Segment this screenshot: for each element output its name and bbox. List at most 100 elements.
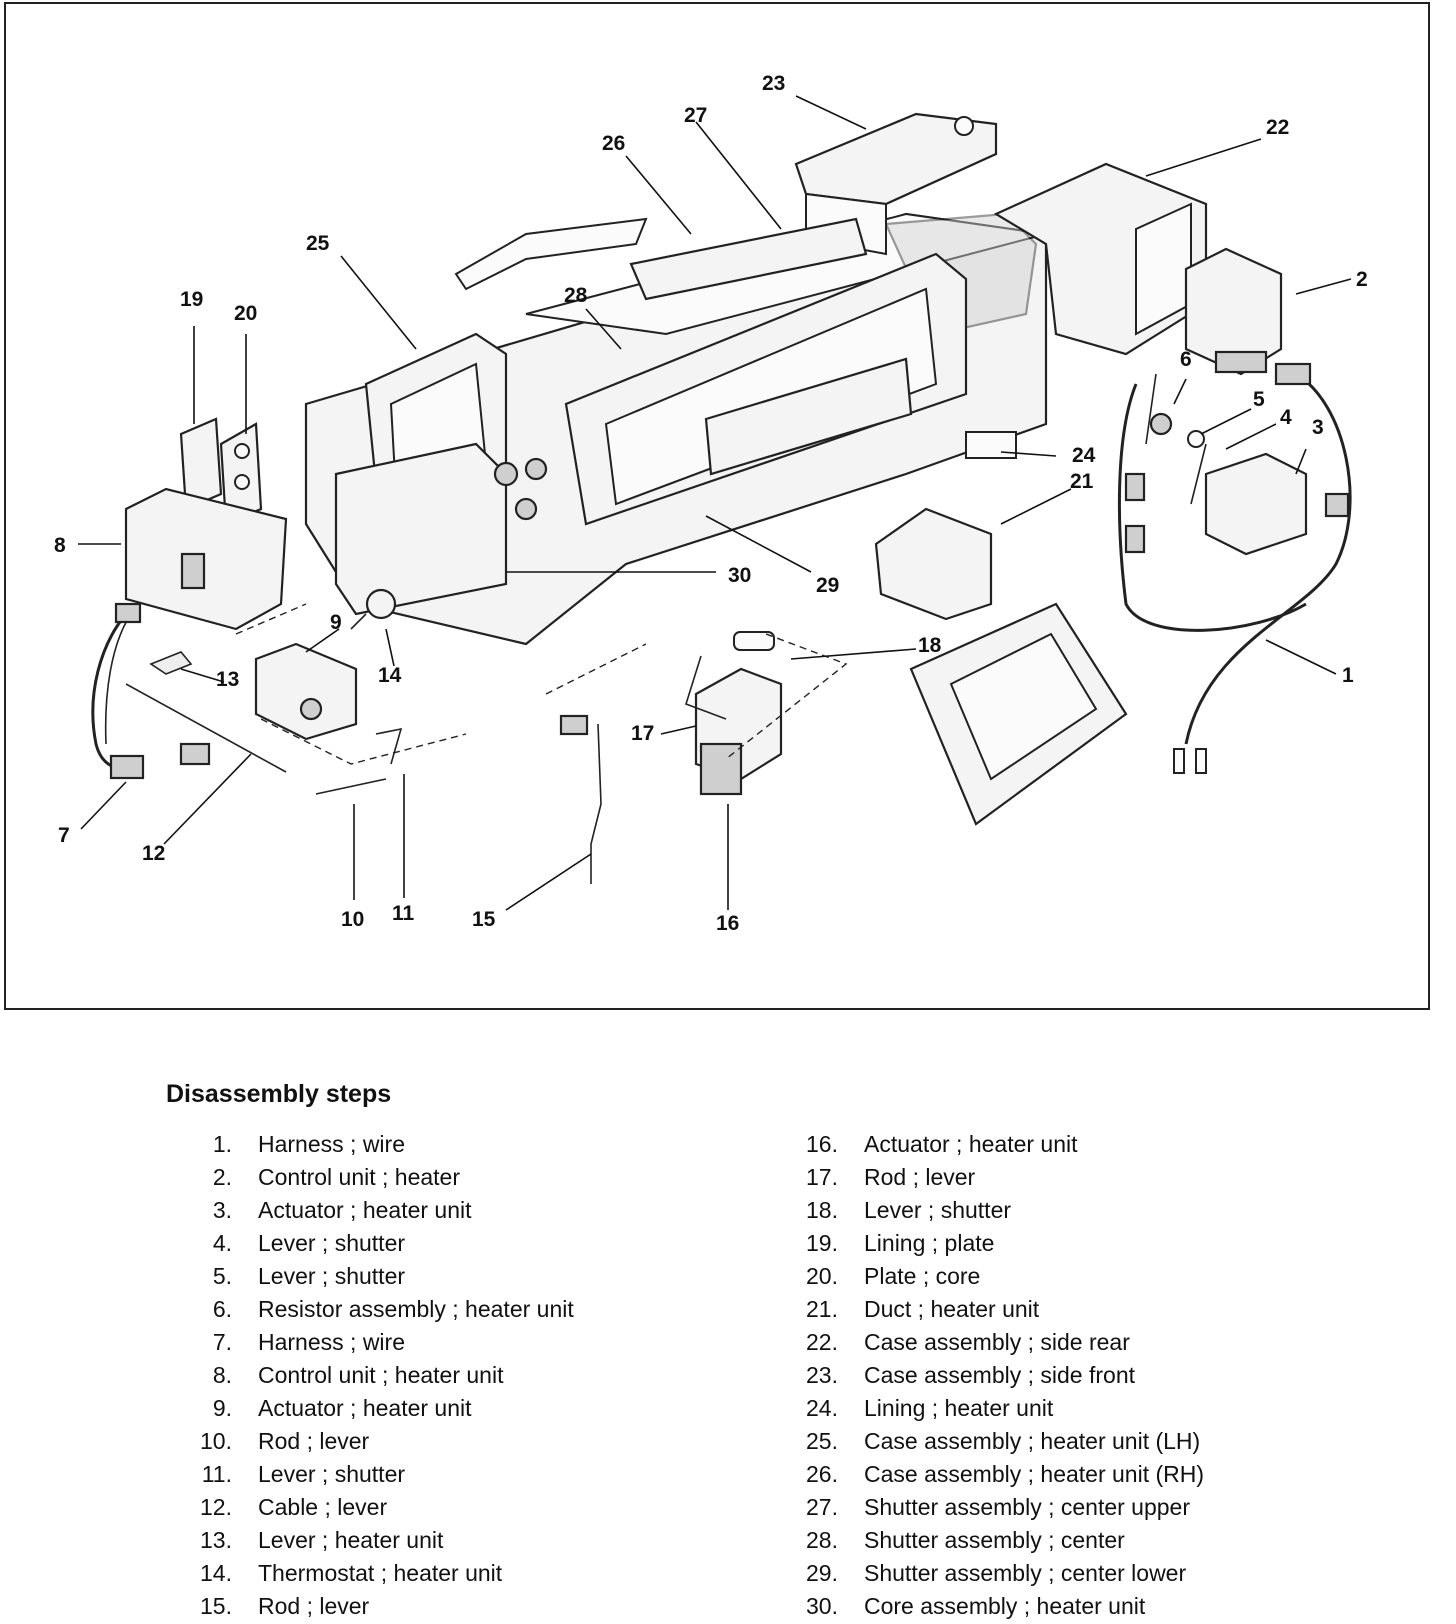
callout-24: 24 xyxy=(1072,444,1096,467)
rods-and-levers xyxy=(149,651,602,884)
step-item: 29. Shutter assembly ; center lower xyxy=(786,1557,1204,1590)
assembly-guide-lines xyxy=(235,603,848,765)
step-number: 7. xyxy=(212,1329,232,1355)
step-number: 6. xyxy=(212,1296,232,1322)
step-item: 13. Lever ; heater unit xyxy=(180,1524,574,1557)
step-number: 13. xyxy=(200,1527,232,1553)
step-text: Harness ; wire xyxy=(258,1131,405,1157)
cable-lever xyxy=(125,683,287,773)
callout-22: 22 xyxy=(1266,116,1289,139)
step-text: Cable ; lever xyxy=(258,1494,388,1520)
step-number: 16. xyxy=(806,1131,838,1157)
callout-labels: 1 2 3 4 5 6 7 8 9 10 11 12 13 14 15 16 1… xyxy=(54,72,1368,935)
control-unit-heater xyxy=(1184,247,1283,376)
step-number: 9. xyxy=(212,1395,232,1421)
harness-wire-right xyxy=(1117,362,1352,774)
step-text: Harness ; wire xyxy=(258,1329,405,1355)
callout-28: 28 xyxy=(564,284,588,307)
step-item: 3. Actuator ; heater unit xyxy=(180,1194,574,1227)
heater-unit-exploded-view: 1 2 3 4 5 6 7 8 9 10 11 12 13 14 15 16 1… xyxy=(54,72,1368,935)
step-text: Shutter assembly ; center lower xyxy=(864,1560,1187,1586)
step-item: 4.Lever ; shutter xyxy=(180,1227,574,1260)
step-number: 28. xyxy=(806,1527,838,1553)
callout-11: 11 xyxy=(392,902,415,925)
case-side-rear xyxy=(993,162,1208,356)
control-unit-heater-unit xyxy=(124,487,288,631)
callout-14: 14 xyxy=(378,664,402,687)
step-item: 7. Harness ; wire xyxy=(180,1326,574,1359)
step-number: 12. xyxy=(200,1494,232,1520)
step-number: 15. xyxy=(200,1593,232,1619)
step-number: 27. xyxy=(806,1494,838,1520)
step-text: Rod ; lever xyxy=(864,1164,976,1190)
callout-4: 4 xyxy=(1280,406,1292,429)
step-item: 5.Lever ; shutter xyxy=(180,1260,574,1293)
callout-17: 17 xyxy=(631,722,654,745)
callout-6: 6 xyxy=(1180,348,1192,371)
step-text: Actuator ; heater unit xyxy=(258,1395,472,1421)
step-text: Lever ; shutter xyxy=(258,1230,406,1256)
lining-frame xyxy=(909,602,1128,826)
step-item: 30. Core assembly ; heater unit xyxy=(786,1590,1204,1623)
harness-wire-left xyxy=(91,602,211,780)
step-text: Rod ; lever xyxy=(258,1428,370,1454)
callout-30: 30 xyxy=(728,564,751,587)
steps-list-left: 1. Harness ; wire 2. Control unit ; heater… xyxy=(180,1128,574,1623)
step-item: 9. Actuator ; heater unit xyxy=(180,1392,574,1425)
step-text: Actuator ; heater unit xyxy=(258,1197,472,1223)
step-number: 1. xyxy=(212,1131,232,1157)
callout-9: 9 xyxy=(330,611,342,634)
callout-20: 20 xyxy=(234,302,257,325)
step-number: 25. xyxy=(806,1428,838,1454)
step-number: 2. xyxy=(212,1164,232,1190)
step-text: Case assembly ; heater unit (LH) xyxy=(864,1428,1201,1454)
step-number: 17. xyxy=(806,1164,838,1190)
step-number: 24. xyxy=(806,1395,838,1421)
callout-3: 3 xyxy=(1312,416,1324,439)
step-text: Actuator ; heater unit xyxy=(864,1131,1078,1157)
lining-plate-19-20 xyxy=(179,417,263,526)
steps-list-right: 16. Actuator ; heater unit 17. Rod ; lever… xyxy=(786,1128,1204,1623)
callout-18: 18 xyxy=(918,634,942,657)
step-item: 11.Lever ; shutter xyxy=(180,1458,574,1491)
callout-7: 7 xyxy=(58,824,70,847)
step-text: Lining ; heater unit xyxy=(864,1395,1054,1421)
step-text: Lever ; heater unit xyxy=(258,1527,444,1553)
step-item: 25. Case assembly ; heater unit (LH) xyxy=(786,1425,1204,1458)
step-item: 6.Resistor assembly ; heater unit xyxy=(180,1293,574,1326)
step-item: 21.Duct ; heater unit xyxy=(786,1293,1204,1326)
step-number: 3. xyxy=(212,1197,232,1223)
step-text: Case assembly ; heater unit (RH) xyxy=(864,1461,1205,1487)
step-item: 10.Rod ; lever xyxy=(180,1425,574,1458)
step-number: 18. xyxy=(806,1197,838,1223)
step-item: 18.Lever ; shutter xyxy=(786,1194,1204,1227)
step-text: Lining ; plate xyxy=(864,1230,995,1256)
step-item: 15. Rod ; lever xyxy=(180,1590,574,1623)
actuator-right-assembly xyxy=(685,631,783,796)
step-text: Thermostat ; heater unit xyxy=(258,1560,503,1586)
step-number: 22. xyxy=(806,1329,838,1355)
step-text: Core assembly ; heater unit xyxy=(864,1593,1146,1619)
step-number: 20. xyxy=(806,1263,838,1289)
step-number: 19. xyxy=(806,1230,838,1256)
callout-10: 10 xyxy=(341,908,364,931)
step-number: 8. xyxy=(212,1362,232,1388)
callout-19: 19 xyxy=(180,288,203,311)
callout-27: 27 xyxy=(684,104,707,127)
step-number: 29. xyxy=(806,1560,838,1586)
step-text: Control unit ; heater xyxy=(258,1164,461,1190)
callout-12: 12 xyxy=(142,842,165,865)
step-number: 23. xyxy=(806,1362,838,1388)
step-item: 8.Control unit ; heater unit xyxy=(180,1359,574,1392)
step-number: 21. xyxy=(806,1296,838,1322)
callout-13: 13 xyxy=(216,668,239,691)
step-item: 19. Lining ; plate xyxy=(786,1227,1204,1260)
step-item: 14.Thermostat ; heater unit xyxy=(180,1557,574,1590)
thermostat xyxy=(350,588,397,630)
step-text: Rod ; lever xyxy=(258,1593,370,1619)
step-item: 1. Harness ; wire xyxy=(180,1128,574,1161)
step-text: Lever ; shutter xyxy=(258,1263,406,1289)
callout-8: 8 xyxy=(54,534,66,557)
step-item: 17. Rod ; lever xyxy=(786,1161,1204,1194)
step-number: 30. xyxy=(806,1593,838,1619)
